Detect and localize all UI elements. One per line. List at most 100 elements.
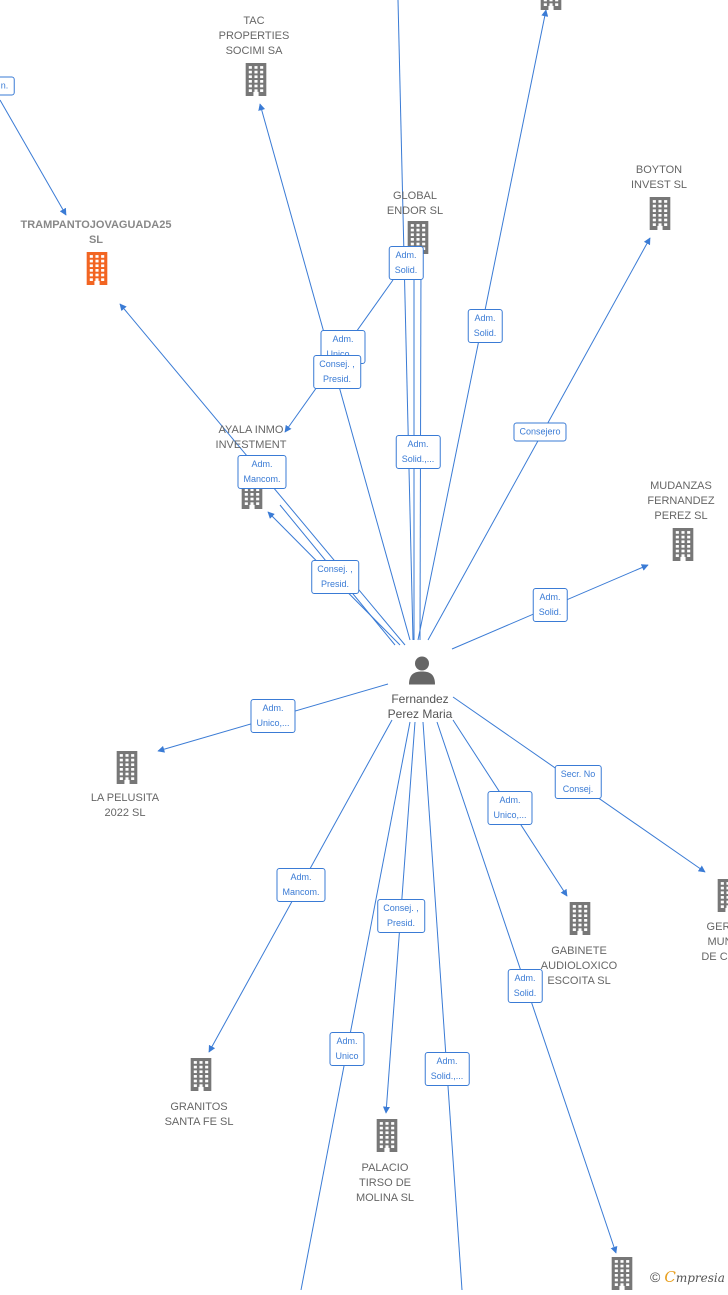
role-label-line: Adm. (256, 701, 289, 716)
role-label-line: Consej. (561, 782, 596, 797)
building-icon[interactable] (716, 879, 728, 917)
role-label-line: Secr. No (561, 767, 596, 782)
person-name-line: Perez Maria (388, 707, 453, 722)
building-icon[interactable] (568, 902, 593, 940)
role-label-line: Presid. (383, 916, 419, 931)
relation-edge (0, 100, 66, 215)
company-label-line: DE CUI (701, 950, 728, 965)
role-label-line: Solid.,... (431, 1069, 464, 1084)
role-label-line: Adm. (493, 793, 526, 808)
company-label-line: SANTA FE SL (165, 1115, 234, 1130)
role-label-line: Consej. , (319, 357, 355, 372)
role-label-e_bottom_unico[interactable]: Adm.Unico (329, 1032, 364, 1066)
role-label-line: Adm. (395, 248, 418, 263)
role-label-e_bottomright[interactable]: Adm.Solid. (508, 969, 543, 1003)
role-label-line: Consejero (519, 425, 560, 440)
role-label-e_tac_consej[interactable]: Consej. ,Presid. (313, 355, 361, 389)
role-label-line: Mancom. (243, 472, 280, 487)
company-label-line: INVEST SL (631, 178, 687, 193)
role-label-e_gabinete[interactable]: Adm.Unico,... (487, 791, 532, 825)
role-label-line: Consej. , (317, 562, 353, 577)
role-label-line: Unico,... (256, 716, 289, 731)
company-label-line: BOYTON (631, 163, 687, 178)
building-icon[interactable] (85, 252, 110, 290)
role-label-e_ayala_mancom[interactable]: Adm.Mancom. (237, 455, 286, 489)
role-label-line: Solid.,... (402, 452, 435, 467)
role-label-e_topright[interactable]: Adm.Solid. (468, 309, 503, 343)
role-label-line: Solid. (514, 986, 537, 1001)
person-icon[interactable] (407, 655, 437, 690)
company-label-line: GERI (701, 920, 728, 935)
building-icon[interactable] (610, 1257, 635, 1295)
building-icon[interactable] (244, 63, 269, 101)
company-label-line: SOCIMI SA (219, 44, 290, 59)
role-label-e_tl[interactable]: ..n. (0, 77, 14, 96)
logo-e-glyph: C (664, 1268, 675, 1286)
company-label-line: SL (21, 233, 172, 248)
company-label-line: MUDANZAS (647, 479, 714, 494)
role-label-line: Mancom. (282, 885, 319, 900)
role-label-line: ..n. (0, 79, 8, 94)
company-label-line: TRAMPANTOJOVAGUADA25 (21, 218, 172, 233)
relation-edge (423, 722, 462, 1290)
role-label-line: Adm. (243, 457, 280, 472)
company-label-line: TAC (219, 14, 290, 29)
company-label-line: MOLINA SL (356, 1191, 414, 1206)
role-label-line: Consej. , (383, 901, 419, 916)
role-label-line: Adm. (431, 1054, 464, 1069)
company-label-line: ESCOITA SL (541, 974, 617, 989)
empresia-logo: ©Cmpresia (650, 1268, 725, 1286)
building-icon[interactable] (375, 1119, 400, 1157)
role-label-e_solid_center[interactable]: Adm.Solid.,... (396, 435, 441, 469)
role-label-line: Presid. (317, 577, 353, 592)
role-label-e_ayala_consej[interactable]: Consej. ,Presid. (311, 560, 359, 594)
building-icon[interactable] (648, 197, 673, 235)
company-label-line: AYALA INMO (216, 423, 287, 438)
company-label-line: PEREZ SL (647, 509, 714, 524)
role-label-e_palacio[interactable]: Consej. ,Presid. (377, 899, 425, 933)
role-label-e_mudanzas[interactable]: Adm.Solid. (533, 588, 568, 622)
company-label-line: INVESTMENT (216, 438, 287, 453)
copyright-symbol: © (650, 1269, 660, 1285)
role-label-line: Adm. (402, 437, 435, 452)
company-label-line: ENDOR SL (387, 204, 443, 219)
building-icon[interactable] (115, 751, 140, 789)
role-label-line: Solid. (539, 605, 562, 620)
company-label-line: 2022 SL (91, 806, 159, 821)
company-label-line: GABINETE (541, 944, 617, 959)
company-label-line: PROPERTIES (219, 29, 290, 44)
role-label-e_granitos[interactable]: Adm.Mancom. (276, 868, 325, 902)
role-label-e_bottom_solid[interactable]: Adm.Solid.,... (425, 1052, 470, 1086)
role-label-e_boyton[interactable]: Consejero (513, 423, 566, 442)
company-label-line: GRANITOS (165, 1100, 234, 1115)
relation-edge (398, 0, 413, 640)
company-label-geri[interactable]: GERIMUNDE CUI (701, 920, 728, 965)
person-name-line: Fernandez (388, 692, 453, 707)
company-label-line: PALACIO (356, 1161, 414, 1176)
role-label-e_global[interactable]: Adm.Solid. (389, 246, 424, 280)
role-label-line: Adm. (514, 971, 537, 986)
company-label-line: AUDIOLOXICO (541, 959, 617, 974)
company-label-line: MUN (701, 935, 728, 950)
role-label-line: Adm. (539, 590, 562, 605)
role-label-e_pelusita[interactable]: Adm.Unico,... (250, 699, 295, 733)
building-icon[interactable] (671, 528, 696, 566)
edges (0, 0, 705, 1290)
building-icon[interactable] (539, 0, 564, 15)
building-icon[interactable] (189, 1058, 214, 1096)
role-label-line: Adm. (282, 870, 319, 885)
company-label-line: TIRSO DE (356, 1176, 414, 1191)
